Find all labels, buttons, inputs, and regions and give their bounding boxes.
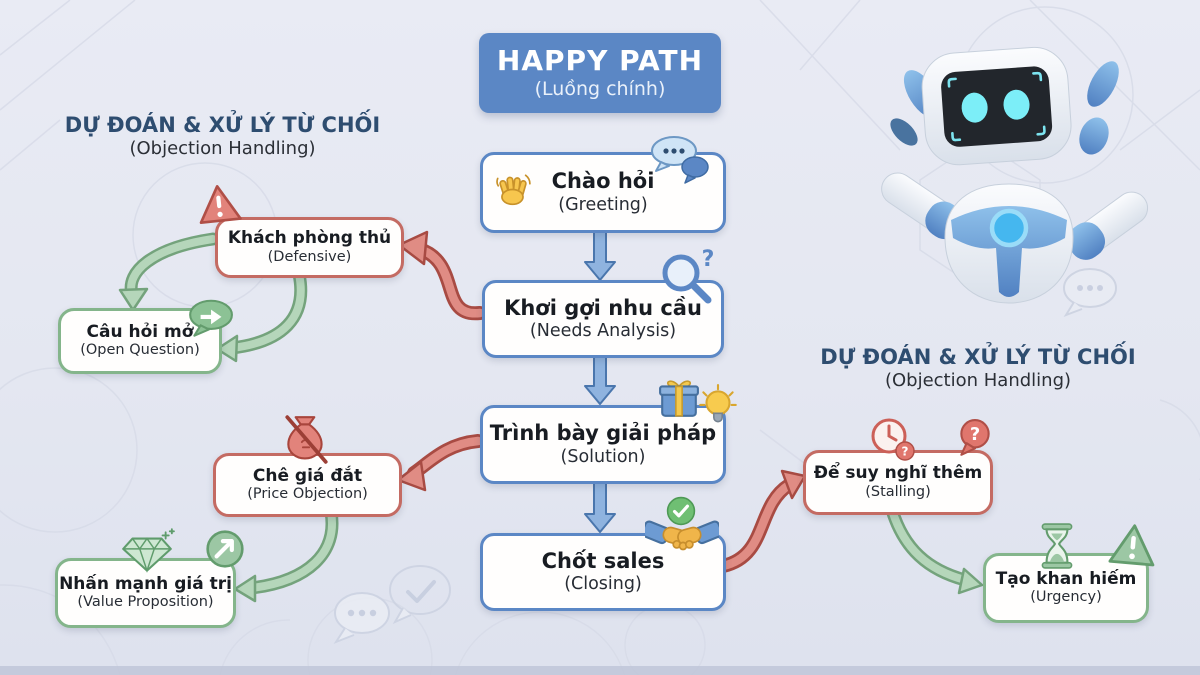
decor-chat-bubble-right	[1063, 268, 1117, 317]
title-banner: HAPPY PATH (Luồng chính)	[479, 33, 721, 113]
title-text: HAPPY PATH	[496, 43, 704, 77]
node-stalling-label: Để suy nghĩ thêm	[813, 463, 983, 484]
node-value-proposition: Nhấn mạnh giá trị (Value Proposition)	[55, 558, 236, 628]
title-subtext: (Luồng chính)	[534, 78, 666, 101]
step-needs-analysis-label: Khơi gợi nhu cầu	[504, 295, 702, 320]
step-greeting-label: Chào hỏi	[551, 169, 655, 194]
node-defensive-label: Khách phòng thủ	[227, 228, 392, 249]
objection-header-right-main: DỰ ĐOÁN & XỬ LÝ TỪ CHỐI	[820, 345, 1136, 369]
objection-header-left-sub: (Objection Handling)	[129, 138, 316, 160]
node-value-proposition-label: Nhấn mạnh giá trị	[59, 573, 232, 594]
objection-header-left-main: DỰ ĐOÁN & XỬ LÝ TỪ CHỐI	[64, 113, 381, 137]
step-needs-analysis: Khơi gợi nhu cầu (Needs Analysis)	[482, 280, 724, 358]
step-closing-label: Chốt sales	[541, 548, 665, 573]
node-urgency-label: Tạo khan hiếm	[995, 568, 1137, 589]
step-solution-label: Trình bày giải pháp	[489, 421, 717, 446]
node-stalling-sub: (Stalling)	[865, 483, 931, 500]
objection-header-right: DỰ ĐOÁN & XỬ LÝ TỪ CHỐI (Objection Handl…	[808, 344, 1148, 393]
robot-mascot	[881, 46, 1149, 304]
node-urgency: Tạo khan hiếm (Urgency)	[983, 553, 1149, 623]
node-defensive-sub: (Defensive)	[267, 248, 352, 265]
objection-header-right-sub: (Objection Handling)	[884, 370, 1072, 392]
step-needs-analysis-sub: (Needs Analysis)	[529, 321, 677, 342]
step-solution-sub: (Solution)	[560, 446, 646, 467]
node-open-question-label: Câu hỏi mở	[86, 321, 194, 342]
node-open-question-sub: (Open Question)	[80, 342, 200, 359]
node-defensive: Khách phòng thủ (Defensive)	[215, 217, 404, 278]
node-stalling: Để suy nghĩ thêm (Stalling)	[803, 450, 993, 515]
step-closing: Chốt sales (Closing)	[480, 533, 726, 611]
node-price-objection: Chê giá đắt (Price Objection)	[213, 453, 402, 517]
step-closing-sub: (Closing)	[564, 574, 642, 595]
step-greeting: Chào hỏi (Greeting)	[480, 152, 726, 233]
happy-path-arrows	[584, 227, 616, 533]
node-price-objection-label: Chê giá đắt	[252, 465, 363, 486]
node-urgency-sub: (Urgency)	[1030, 589, 1102, 606]
objection-header-left: DỰ ĐOÁN & XỬ LÝ TỪ CHỐI (Objection Handl…	[55, 112, 390, 161]
node-price-objection-sub: (Price Objection)	[247, 486, 368, 503]
node-open-question: Câu hỏi mở (Open Question)	[58, 308, 222, 374]
step-solution: Trình bày giải pháp (Solution)	[480, 405, 726, 484]
decor-chat-bubbles	[333, 565, 451, 645]
step-greeting-sub: (Greeting)	[558, 194, 648, 215]
node-value-proposition-sub: (Value Proposition)	[77, 594, 214, 611]
